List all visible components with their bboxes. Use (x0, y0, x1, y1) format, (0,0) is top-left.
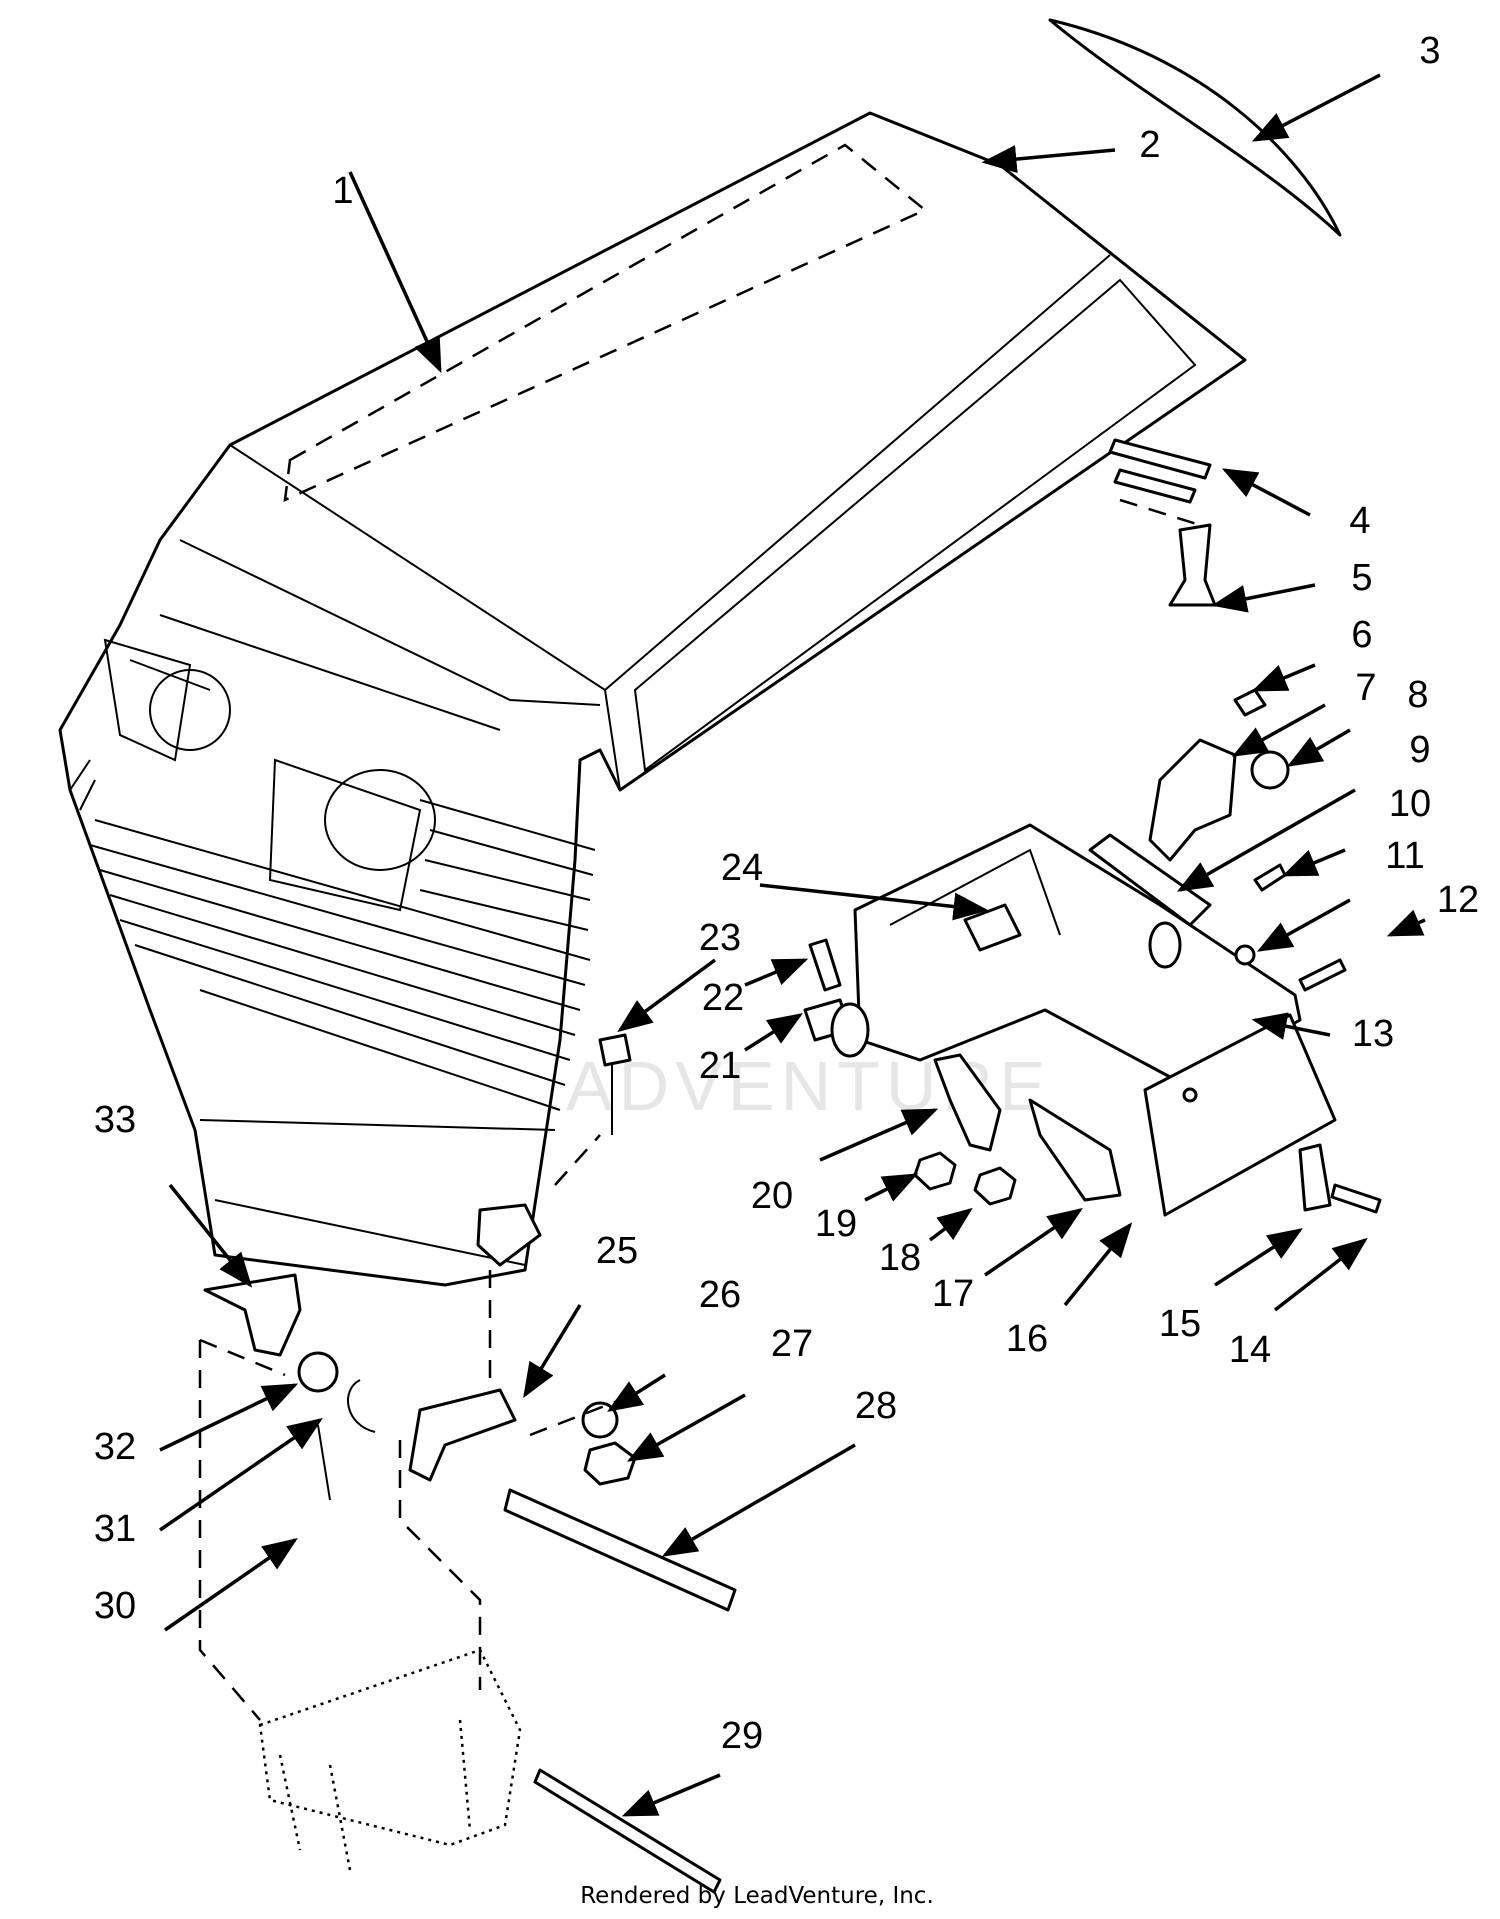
callout-26: 26 (699, 1274, 741, 1316)
callout-11: 11 (1385, 835, 1424, 877)
callout-5: 5 (1351, 557, 1372, 599)
callout-2: 2 (1139, 124, 1160, 166)
callout-1: 1 (332, 170, 353, 212)
callout-6: 6 (1351, 614, 1372, 656)
callout-4: 4 (1349, 500, 1370, 542)
bolt-14 (1330, 1183, 1382, 1214)
bumper-assembly (598, 903, 1022, 1135)
callout-20: 20 (751, 1175, 793, 1217)
guide-line (529, 1398, 621, 1437)
clip-15 (1298, 1143, 1332, 1212)
callout-19: 19 (815, 1203, 857, 1245)
guide-line (1119, 498, 1201, 527)
callout-15: 15 (1159, 1303, 1201, 1345)
callout-32: 32 (94, 1426, 136, 1468)
hood (58, 111, 1247, 1287)
hood-support-bracket (853, 823, 1337, 1217)
nut-19 (913, 1151, 957, 1191)
washer-11 (1234, 944, 1256, 966)
leader-arrows (159, 73, 1426, 1817)
callout-18: 18 (879, 1237, 921, 1279)
callout-24: 24 (721, 847, 763, 889)
callout-27: 27 (771, 1323, 813, 1365)
callout-7: 7 (1355, 667, 1376, 709)
nut-18 (973, 1166, 1017, 1206)
callout-17: 17 (932, 1273, 974, 1315)
guide-line (554, 1134, 601, 1186)
hinge-assembly (203, 1273, 737, 1894)
callout-labels: 1 2 3 4 5 6 7 8 9 10 11 12 13 14 15 16 1… (94, 30, 1479, 1757)
callout-29: 29 (721, 1715, 763, 1757)
callout-31: 31 (94, 1508, 136, 1550)
hood-pins (1108, 438, 1212, 504)
callout-30: 30 (94, 1585, 136, 1627)
callout-10: 10 (1389, 783, 1431, 825)
bolt-10 (1253, 863, 1287, 892)
render-credit: Rendered by LeadVenture, Inc. (580, 1883, 934, 1909)
cable-12 (1298, 958, 1347, 992)
link-20 (933, 1053, 1002, 1152)
callout-33: 33 (94, 1099, 136, 1141)
callout-9: 9 (1409, 729, 1430, 771)
callout-22: 22 (702, 977, 744, 1019)
callout-14: 14 (1229, 1329, 1271, 1371)
callout-25: 25 (596, 1230, 638, 1272)
callout-3: 3 (1419, 30, 1440, 72)
guide-line (199, 1338, 286, 1377)
callout-13: 13 (1352, 1013, 1394, 1055)
callout-28: 28 (855, 1385, 897, 1427)
callout-16: 16 (1006, 1318, 1048, 1360)
guide-line (198, 1340, 261, 1721)
hood-stripe (1048, 18, 1342, 237)
callout-23: 23 (699, 917, 741, 959)
hood-latch (1168, 523, 1217, 607)
callout-8: 8 (1407, 674, 1428, 716)
guide-line (398, 1440, 482, 1690)
latch-bracket-assembly (1088, 688, 1290, 927)
callout-12: 12 (1437, 879, 1479, 921)
callout-21: 21 (699, 1045, 741, 1087)
bracket-17 (1028, 1098, 1122, 1202)
